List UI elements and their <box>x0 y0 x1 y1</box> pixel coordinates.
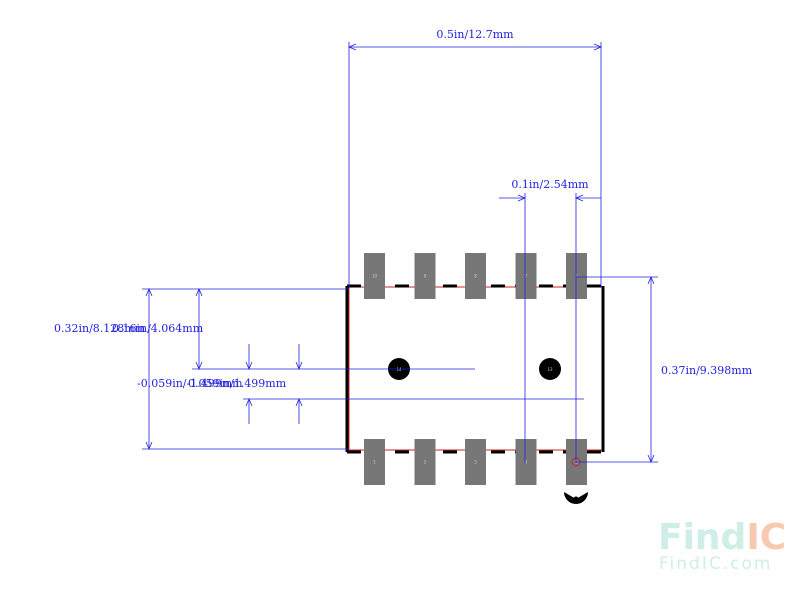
dim-overall-width: 0.5in/12.7mm <box>436 28 514 41</box>
bottom-pad-1 <box>364 439 385 485</box>
watermark-logo-find: Find <box>658 517 746 558</box>
bottom-pad-2 <box>414 439 436 485</box>
top-pad-row: 10 9 8 7 6 <box>364 253 587 299</box>
dim-overall-height: 0.37in/9.398mm <box>661 364 753 377</box>
pin1-indicator-dot <box>573 496 579 502</box>
bottom-pad-4 <box>515 439 537 485</box>
dim-pin-pitch: 0.1in/2.54mm <box>511 178 589 191</box>
pin1-indicator-icon <box>564 492 588 504</box>
top-pad-9 <box>414 253 436 299</box>
bottom-pad-3 <box>465 439 486 485</box>
bottom-pad-label-3: 3 <box>474 460 477 465</box>
watermark-logo: FindIC <box>658 517 786 558</box>
top-pad-8 <box>465 253 486 299</box>
mounting-hole-right-label: 13 <box>547 367 553 372</box>
dimension-lines <box>142 42 658 464</box>
bottom-pad-label-2: 2 <box>424 460 427 465</box>
top-pad-label-7: 7 <box>525 274 528 279</box>
bottom-pad-label-1: 1 <box>373 460 376 465</box>
mounting-hole-right <box>539 358 561 380</box>
top-pad-label-9: 9 <box>424 274 427 279</box>
dim-left-inner: 0.16in/4.064mm <box>112 322 204 335</box>
dim-center-offset-pos: 0.059in/1.499mm <box>188 377 287 390</box>
top-pad-label-8: 8 <box>474 274 477 279</box>
courtyard-outline <box>348 286 603 451</box>
dim-center-offset-neg: -0.059in/-1.499mm <box>137 377 243 390</box>
top-pad-7 <box>515 253 537 299</box>
watermark-url: FindIC.com <box>659 554 772 574</box>
top-pad-6 <box>566 253 587 299</box>
top-pad-label-6: 6 <box>575 274 578 279</box>
bottom-pad-label-4: 4 <box>525 460 528 465</box>
top-pad-10 <box>364 253 385 299</box>
mounting-hole-left-label: 14 <box>396 367 402 372</box>
top-pad-label-10: 10 <box>372 274 378 279</box>
dim-left-outer: 0.32in/8.128mm <box>54 322 146 335</box>
watermark-logo-ic: IC <box>746 517 786 558</box>
